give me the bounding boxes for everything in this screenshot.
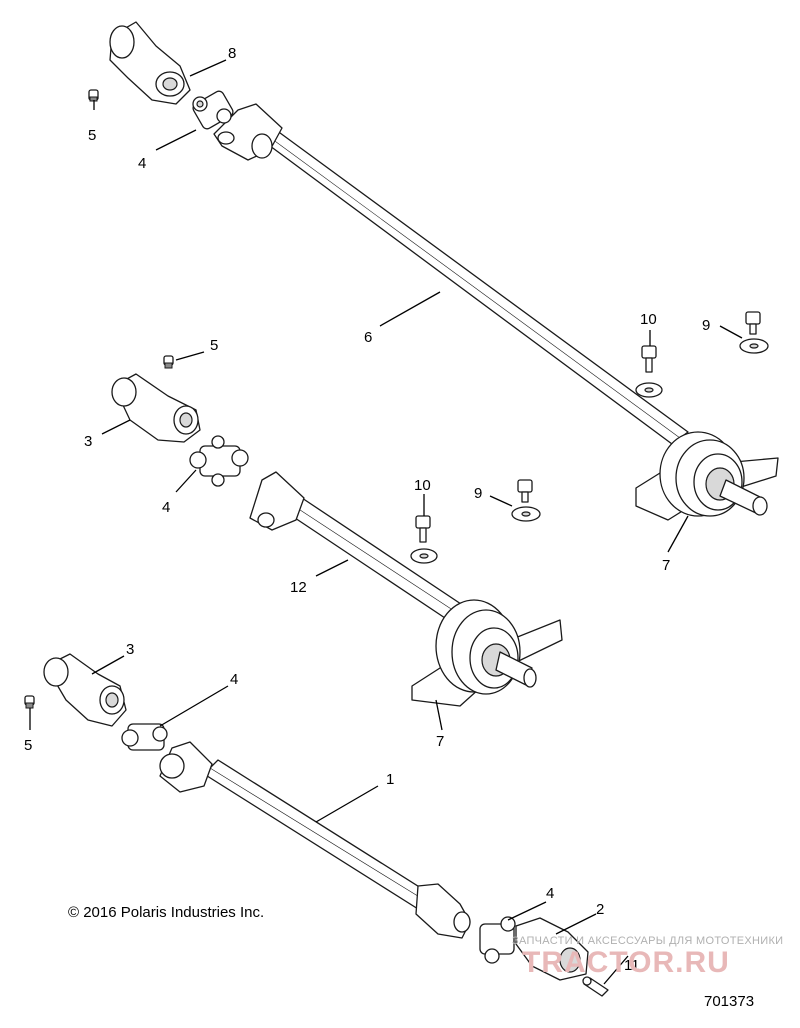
callout-4-bottom-left: 4 [230,671,238,688]
u-joint-4-bottom-left [121,723,168,751]
callout-9-top: 9 [702,317,710,334]
drive-shaft-6 [213,103,689,445]
callout-7-middle: 7 [436,733,444,750]
bolt-9-top [745,311,761,335]
washer-top-left [635,382,663,398]
copyright-notice: © 2016 Polaris Industries Inc. [68,904,264,921]
callout-6: 6 [364,329,372,346]
callout-3-bottom: 3 [126,641,134,658]
yoke-3-bottom [43,653,127,727]
center-bearing-7-middle [411,599,563,707]
callout-2: 2 [596,901,604,918]
callout-11: 11 [624,957,640,974]
callout-labels: 8 5 4 6 10 9 5 3 4 10 9 7 12 3 4 5 7 1 4… [24,45,710,974]
slip-yoke-8 [109,21,191,105]
bolt-10-middle [415,515,431,543]
grease-fitting-5-middle [163,355,174,369]
drive-shaft-12 [249,471,477,629]
u-joint-4-top [192,90,234,130]
callout-9-middle: 9 [474,485,482,502]
roll-pin-11 [582,976,609,997]
callout-3-middle: 3 [84,433,92,450]
u-joint-4-middle [189,435,249,487]
center-bearing-7-top [635,431,779,521]
yoke-2 [515,917,589,981]
callout-10-top: 10 [640,311,657,328]
callout-7-top: 7 [662,557,670,574]
callout-5-bottom: 5 [24,737,32,754]
watermark-tagline: ЗАПЧАСТИ И АКСЕССУАРЫ ДЛЯ МОТОТЕХНИКИ [512,935,783,947]
callout-12: 12 [290,579,307,596]
watermark-logo: TRACTOR.RU [522,946,730,979]
callout-4-top: 4 [138,155,146,172]
washer-9-middle [511,506,541,522]
washer-9-top [739,338,769,354]
callout-4-middle: 4 [162,499,170,516]
watermark: ЗАПЧАСТИ И АКСЕССУАРЫ ДЛЯ МОТОТЕХНИКИ TR… [512,935,783,979]
yoke-3-middle [111,373,201,443]
callout-10-middle: 10 [414,477,431,494]
u-joint-4-bottom-right [479,916,516,964]
callout-4-bottom-right: 4 [546,885,554,902]
grease-fitting-5-bottom [24,695,35,709]
drive-shaft-1 [159,741,471,939]
callout-5-middle: 5 [210,337,218,354]
callout-5-top: 5 [88,127,96,144]
callout-1: 1 [386,771,394,788]
diagram-number: 701373 [704,993,754,1010]
leader-lines [29,59,743,985]
grease-fitting-5-top [88,89,99,102]
callout-8: 8 [228,45,236,62]
washer-middle-left [410,548,438,564]
bolt-9-middle [517,479,533,503]
bolt-10-top [641,345,657,373]
